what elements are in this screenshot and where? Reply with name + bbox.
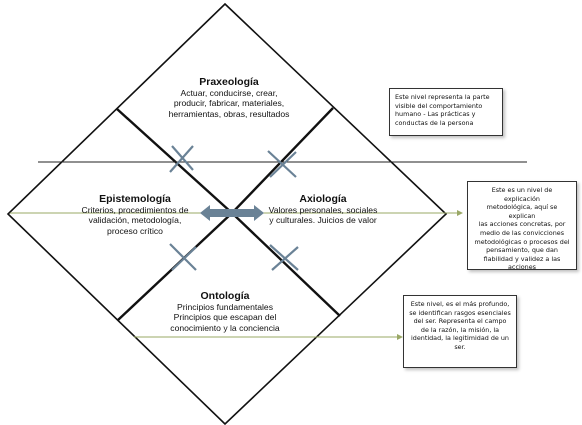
- divider-bottom-right: [231, 212, 341, 317]
- note-2-line-1: Este es un nivel de explicación: [491, 186, 553, 203]
- note-3-line-3: del ser. Representa el campo: [413, 317, 507, 326]
- cross-arrow-bottom-right-a: [269, 244, 299, 271]
- quadrant-top-line-2: producir, fabricar, materiales,: [173, 98, 285, 109]
- outer-diamond: [6, 2, 448, 425]
- cross-arrow-bottom-right-b: [271, 246, 299, 271]
- quadrant-right-line-1: Valores personales, sociales: [268, 205, 378, 215]
- quadrant-top: Praxeología Actuar, conducirse, crear, p…: [145, 76, 313, 119]
- note-1-line-3: humano - Las prácticas y: [395, 110, 476, 119]
- quadrant-bottom-title: Ontología: [200, 290, 250, 302]
- note-ontology: Este nivel, es el más profundo, se ident…: [403, 295, 517, 368]
- quadrant-bottom-line-1: Principios fundamentales: [176, 302, 274, 312]
- note-1-line-2: visible del comportamiento: [395, 101, 483, 110]
- note-3-line-1: Este nivel, es el más profundo,: [410, 300, 510, 308]
- note-2-line-5: metodológicas o procesos del: [474, 237, 570, 246]
- note-1-line-1: Este nivel representa la parte: [395, 93, 490, 101]
- cross-arrow-bottom-left-a: [169, 243, 197, 271]
- note-2-line-2: metodológica, aquí se explican: [486, 203, 558, 220]
- note-3-line-6: ser.: [454, 342, 466, 351]
- note-praxeology: Este nivel representa la parte visible d…: [389, 88, 503, 136]
- quadrant-top-line-3: herramientas, obras, resultados: [168, 108, 290, 119]
- quadrant-left-line-1: Criterios, procedimientos de: [81, 205, 189, 215]
- quadrant-top-title: Praxeología: [199, 76, 259, 88]
- divider-top-left: [116, 108, 233, 214]
- quadrant-left-line-3: proceso crítico: [107, 225, 163, 236]
- quadrant-left-line-2: validación, metodología,: [88, 215, 182, 226]
- cross-arrow-top-left-a: [169, 145, 194, 173]
- note-3-line-2: se identifican rasgos esenciales: [409, 308, 511, 317]
- note-3-line-4: de la razón, la misión, la: [420, 325, 500, 334]
- note-2-line-6: pensamiento, que dan: [486, 246, 558, 255]
- quadrant-left-title: Epistemología: [99, 193, 171, 205]
- note-3-line-5: identidad, la legitimidad de un: [411, 334, 509, 343]
- note-epistemology: Este es un nivel de explicación metodoló…: [467, 181, 577, 272]
- cross-arrow-bottom-left-b: [171, 246, 197, 271]
- note-2-line-4: medio de las convicciones: [479, 228, 565, 237]
- cross-arrow-top-right-b: [269, 151, 297, 178]
- note-2-line-7: fiabilidad y validez a las: [483, 254, 561, 263]
- note-2-line-3: las acciones concretas, por: [478, 220, 566, 229]
- quadrant-bottom: Ontología Principios fundamentales Princ…: [140, 290, 310, 333]
- note-2-line-8: acciones: [508, 263, 536, 272]
- note-1-line-4: conductas de la persona: [395, 118, 474, 127]
- central-double-arrow: [200, 205, 264, 221]
- quadrant-bottom-line-2: Principios que escapan del: [173, 312, 277, 323]
- quadrant-top-line-1: Actuar, conducirse, crear,: [180, 88, 278, 98]
- quadrant-right-line-2: y culturales. Juicios de valor: [269, 215, 377, 226]
- quadrant-right-title: Axiología: [299, 193, 347, 205]
- quadrant-left: Epistemología Criterios, procedimientos …: [55, 193, 215, 236]
- cross-arrow-top-left-b: [171, 145, 194, 171]
- quadrant-bottom-line-3: conocimiento y la conciencia: [170, 322, 280, 333]
- divider-top-right: [231, 107, 334, 214]
- quadrant-right: Axiología Valores personales, sociales y…: [249, 193, 397, 226]
